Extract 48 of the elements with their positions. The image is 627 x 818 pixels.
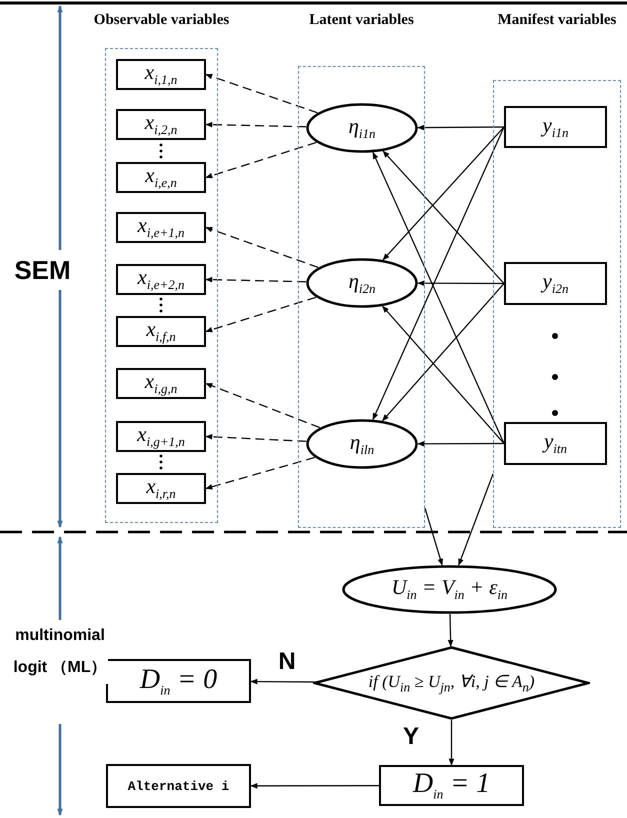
arrow [205, 296, 316, 332]
arrow [448, 614, 454, 647]
arrow [250, 783, 379, 789]
arrow [382, 126, 504, 260]
arrow [205, 276, 306, 282]
variable-box: x$_{i,e+2,n}$ [116, 264, 206, 295]
arrow [448, 720, 454, 766]
outcome-box: D$_{in}$ = 1 [379, 765, 524, 806]
arrow [205, 226, 318, 268]
arrow [205, 456, 315, 490]
outcome-box: D$_{in}$ = 0 [106, 659, 251, 703]
group-heading: Observable variables [92, 12, 230, 29]
variable-box: x$_{i,e+1,n}$ [116, 212, 206, 243]
variable-box: y$_{i2n}$ [504, 262, 607, 305]
arrow [205, 382, 320, 428]
ellipse-node: η$_{i1n}$ [306, 103, 418, 153]
arrow [458, 474, 494, 566]
variable-box: x$_{i,1,n}$ [116, 59, 206, 90]
variable-box: x$_{i,r,n}$ [116, 473, 206, 504]
ellipse-node: η$_{iln}$ [306, 419, 418, 469]
arrow [417, 124, 504, 130]
variable-box: x$_{i,f,n}$ [116, 316, 206, 347]
arrow [424, 508, 444, 566]
arrow [417, 280, 504, 286]
arrow [372, 126, 505, 420]
arrow [372, 152, 505, 444]
arrow [417, 440, 504, 447]
arrow [382, 283, 504, 422]
side-label: multinomial logit （ML） [12, 620, 108, 684]
ellipse-node: η$_{i2n}$ [306, 258, 418, 308]
arrow [205, 434, 306, 442]
result-box: Alternative i [106, 764, 251, 808]
arrow [205, 122, 306, 128]
variable-box: y$_{i1n}$ [504, 106, 607, 148]
arrow [382, 306, 504, 444]
group-heading: Latent variables [308, 12, 415, 29]
variable-box: x$_{i,g,n}$ [116, 368, 206, 399]
arrow [205, 74, 318, 114]
variable-box: x$_{i,e,n}$ [116, 162, 206, 193]
ellipse-node: U$_{in}$ = V$_{in}$ + ε$_{in}$ [342, 565, 557, 614]
arrow [205, 142, 317, 178]
variable-box: x$_{i,2,n}$ [116, 109, 206, 140]
variable-box: y$_{itn}$ [504, 422, 607, 465]
group-heading: Manifest variables [496, 12, 618, 29]
decision-diamond: if (U$_{in}$ ≥ U$_{jn}$, ∀i, j ∈ A$_{n}$) [313, 646, 590, 720]
variable-box: x$_{i,g+1,n}$ [116, 421, 206, 452]
arrow [382, 150, 504, 284]
arrow [250, 678, 317, 684]
